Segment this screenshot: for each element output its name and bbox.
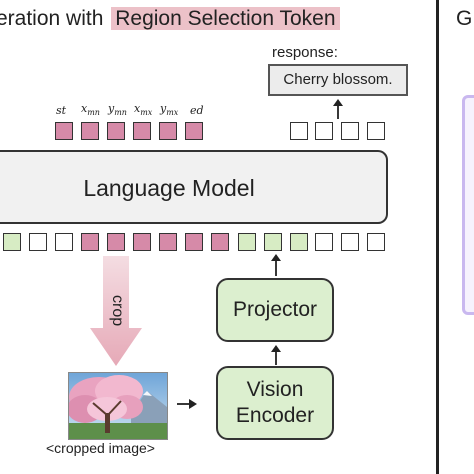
token-label-xmx: xmx bbox=[134, 102, 153, 118]
panel-divider bbox=[436, 0, 439, 474]
response-token bbox=[367, 122, 385, 140]
response-label: response: bbox=[272, 44, 338, 61]
input-token-text bbox=[55, 233, 73, 251]
title-prefix: eration with bbox=[0, 7, 104, 30]
arrow-up-icon bbox=[333, 99, 343, 119]
input-token-region bbox=[133, 233, 151, 251]
right-panel-box bbox=[462, 95, 474, 315]
projector-box: Projector bbox=[216, 278, 334, 342]
response-box: Cherry blossom. bbox=[268, 64, 408, 96]
language-model-box: Language Model bbox=[0, 150, 388, 224]
projector-label: Projector bbox=[232, 298, 318, 321]
vision-encoder-label-line2: Encoder bbox=[235, 404, 315, 427]
token-label-ymx: ymx bbox=[160, 102, 179, 118]
response-token bbox=[290, 122, 308, 140]
input-token-visual bbox=[290, 233, 308, 251]
cropped-image-caption: <cropped image> bbox=[46, 440, 155, 456]
token-label-st: st bbox=[56, 104, 67, 117]
arrow-right-icon bbox=[177, 399, 197, 409]
region-token-xmn bbox=[81, 122, 99, 140]
crop-arrow-icon bbox=[90, 256, 142, 366]
language-model-label: Language Model bbox=[83, 175, 255, 201]
input-token-visual bbox=[238, 233, 256, 251]
input-token-region bbox=[211, 233, 229, 251]
input-token-visual bbox=[264, 233, 282, 251]
region-token-ed bbox=[185, 122, 203, 140]
cherry-blossom-image bbox=[68, 372, 168, 440]
input-token-region bbox=[107, 233, 125, 251]
token-label-ymn: ymn bbox=[108, 102, 127, 118]
input-token-visual bbox=[3, 233, 21, 251]
response-token bbox=[341, 122, 359, 140]
right-panel-title-fragment: G bbox=[456, 7, 473, 30]
vision-encoder-label-line1: Vision bbox=[246, 378, 304, 401]
input-token-text bbox=[29, 233, 47, 251]
region-token-xmx bbox=[133, 122, 151, 140]
region-token-st bbox=[55, 122, 73, 140]
input-token-text bbox=[341, 233, 359, 251]
crop-label: crop bbox=[109, 295, 126, 327]
input-token-region bbox=[185, 233, 203, 251]
region-token-ymx bbox=[159, 122, 177, 140]
response-token bbox=[315, 122, 333, 140]
input-token-text bbox=[367, 233, 385, 251]
title-highlight: Region Selection Token bbox=[111, 7, 340, 30]
diagram-title: eration with Region Selection Token bbox=[0, 4, 340, 34]
arrow-up-icon bbox=[271, 254, 281, 276]
region-token-ymn bbox=[107, 122, 125, 140]
vision-encoder-box: Vision Encoder bbox=[216, 366, 334, 440]
token-label-xmn: xmn bbox=[81, 102, 100, 118]
input-token-region bbox=[159, 233, 177, 251]
input-token-text bbox=[315, 233, 333, 251]
token-label-ed: ed bbox=[190, 104, 204, 117]
input-token-region bbox=[81, 233, 99, 251]
arrow-up-icon bbox=[271, 345, 281, 365]
